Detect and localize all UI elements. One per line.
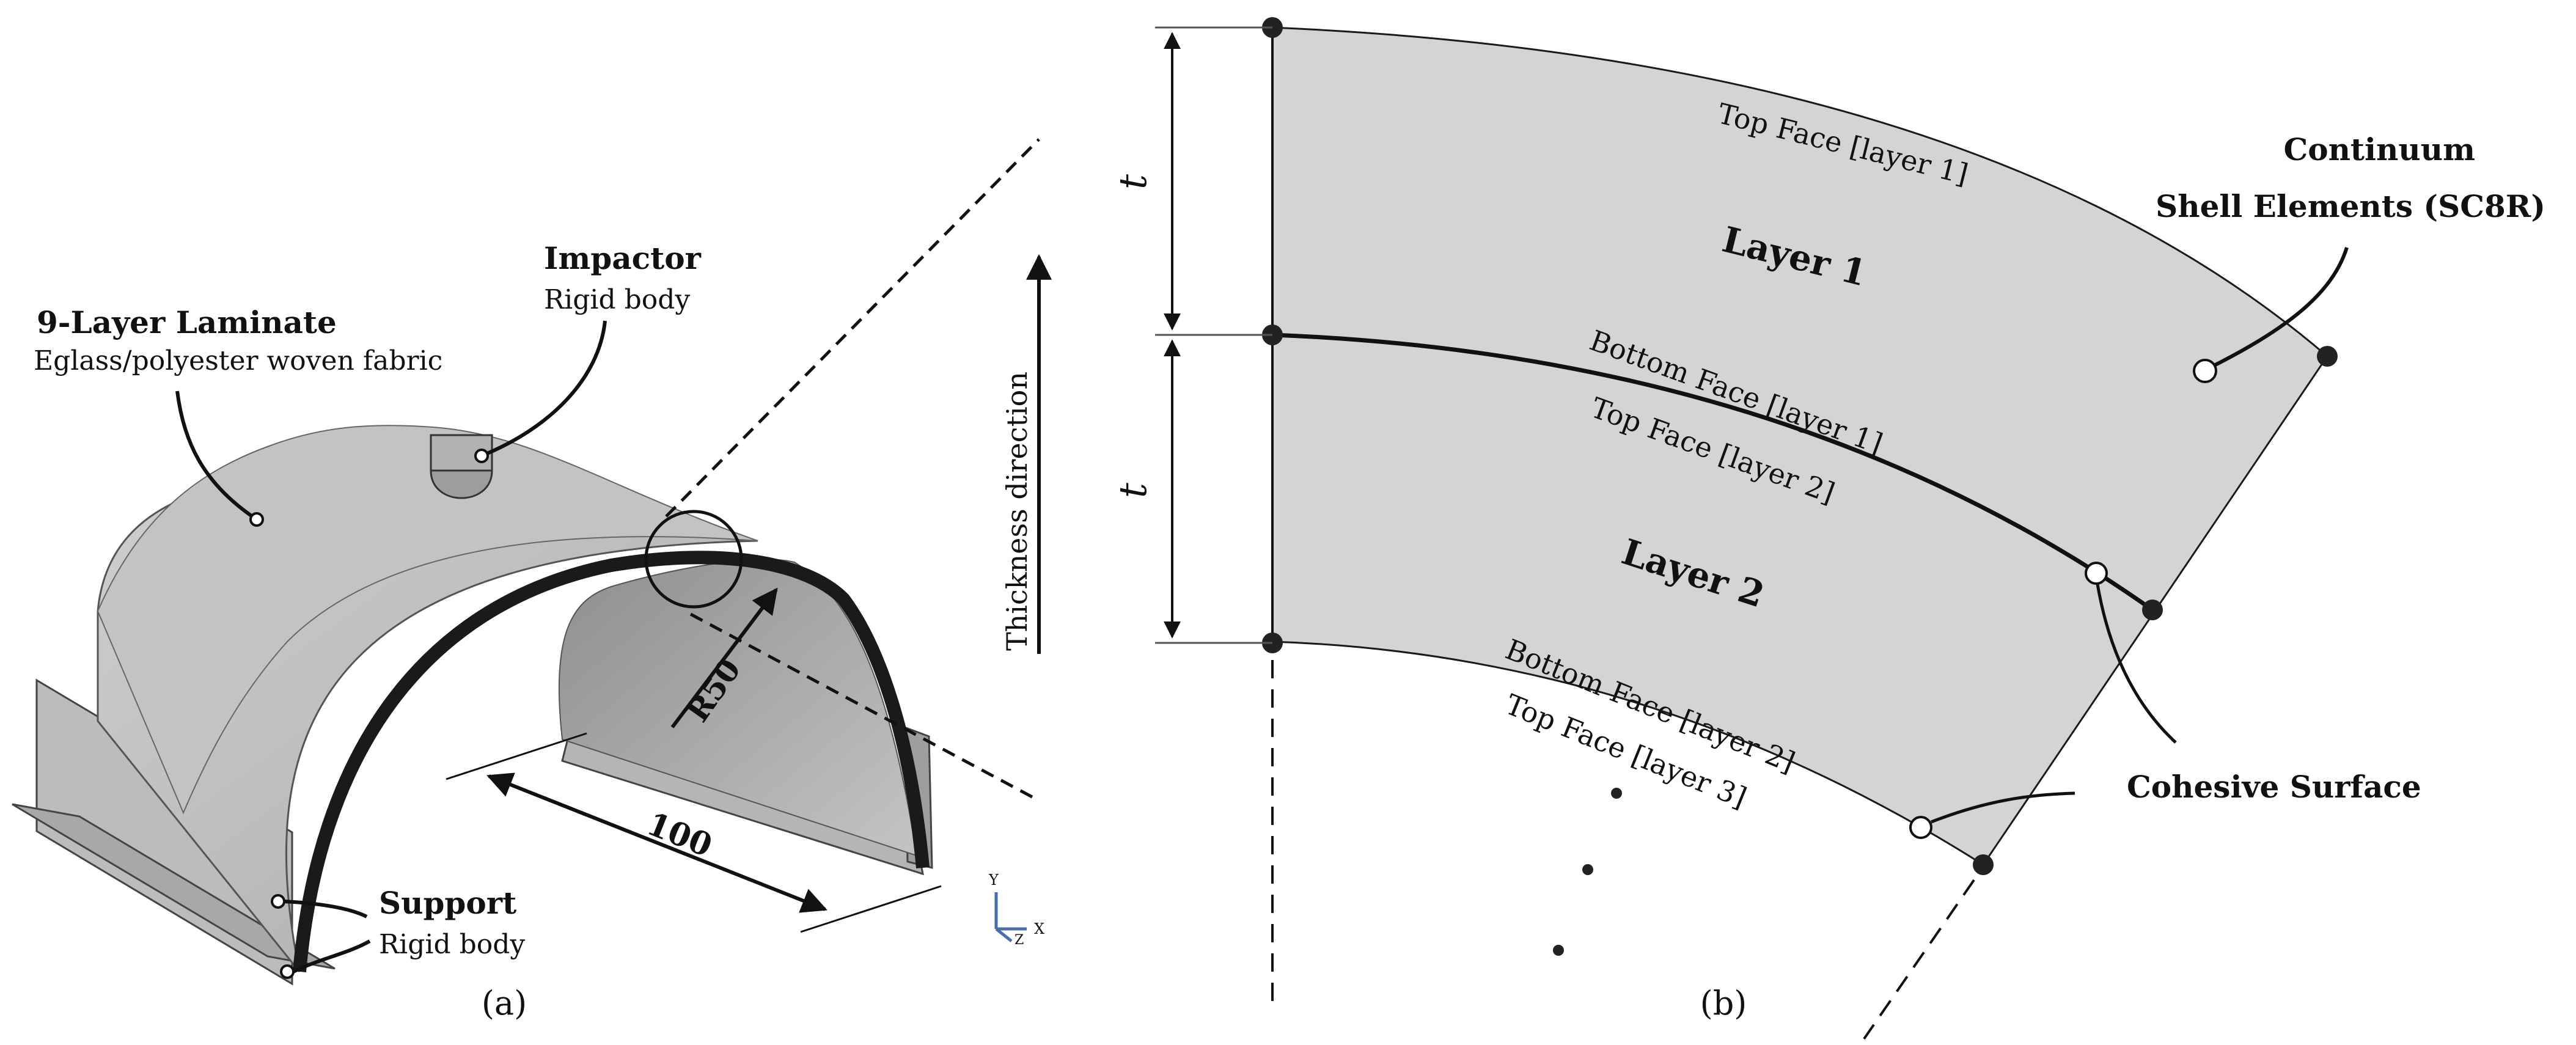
- caption-a: (a): [482, 984, 527, 1022]
- impactor-leader: [482, 320, 607, 457]
- support-leader-2: [292, 939, 371, 974]
- cohesive-leader-2: [1931, 791, 2075, 824]
- radius-dimension-line: [670, 587, 778, 728]
- zoom-circle: [644, 510, 743, 609]
- continuum-leader: [2208, 247, 2349, 370]
- laminate-leader-dot: [249, 512, 264, 527]
- support-subtitle: Rigid body: [379, 929, 525, 960]
- support-leader-dot-1: [271, 894, 285, 909]
- shell-element-region: [1271, 26, 2328, 867]
- length-extension-right: [800, 885, 942, 933]
- panel-b: t t Top Face [layer 1] Layer 1 Bottom Fa…: [1110, 17, 2545, 1040]
- t-label-1: t: [1110, 174, 1155, 189]
- cohesive-leader-1: [2096, 584, 2177, 744]
- cohesive-leader-dot-1: [2085, 562, 2108, 585]
- zoom-guide-upper: [665, 138, 1040, 518]
- length-dimension-line: [486, 772, 827, 913]
- laminate-subtitle: Eglass/polyester woven fabric: [34, 345, 442, 376]
- length-label: 100: [642, 805, 717, 864]
- laminate-title: 9-Layer Laminate: [37, 304, 337, 340]
- interface-curve: [1272, 332, 2154, 612]
- laminate-leader: [175, 391, 258, 521]
- node-mid-right: [2142, 600, 2163, 620]
- node-top-right: [2317, 346, 2338, 367]
- svg-text:Y: Y: [988, 871, 999, 889]
- svg-text:X: X: [1034, 920, 1044, 937]
- node-bottom-right: [1973, 854, 1994, 875]
- continuum-label-line1: Continuum: [2283, 131, 2475, 167]
- continuum-leader-dot: [2193, 359, 2217, 383]
- t-label-2: t: [1110, 483, 1155, 498]
- support-leader-dot-2: [280, 964, 295, 979]
- continuation-dot-1: [1611, 788, 1622, 799]
- impactor-leader-dot: [474, 449, 489, 463]
- impactor-subtitle: Rigid body: [544, 284, 690, 315]
- cohesive-leader-dot-2: [1909, 816, 1932, 839]
- impactor-body: [430, 434, 493, 499]
- thickness-direction-label: Thickness direction: [1000, 372, 1033, 651]
- support-title: Support: [379, 885, 516, 921]
- support-leader-1: [284, 900, 368, 919]
- cohesive-surface-label: Cohesive Surface: [2127, 769, 2421, 805]
- continuation-dot-3: [1553, 945, 1564, 956]
- length-extension-left: [446, 732, 587, 780]
- continuation-dot-2: [1582, 864, 1593, 875]
- continuum-label-line2: Shell Elements (SC8R): [2156, 188, 2545, 224]
- panel-a: Impactor Rigid body 9-Layer Laminate Egl…: [12, 138, 1052, 1022]
- impactor-title: Impactor: [544, 240, 702, 276]
- right-dashed-extension: [1863, 879, 1975, 1040]
- axis-triad: Y X Z: [988, 871, 1044, 948]
- svg-text:Z: Z: [1015, 933, 1024, 948]
- caption-b: (b): [1700, 984, 1747, 1022]
- laminate-front-edge: [293, 551, 930, 972]
